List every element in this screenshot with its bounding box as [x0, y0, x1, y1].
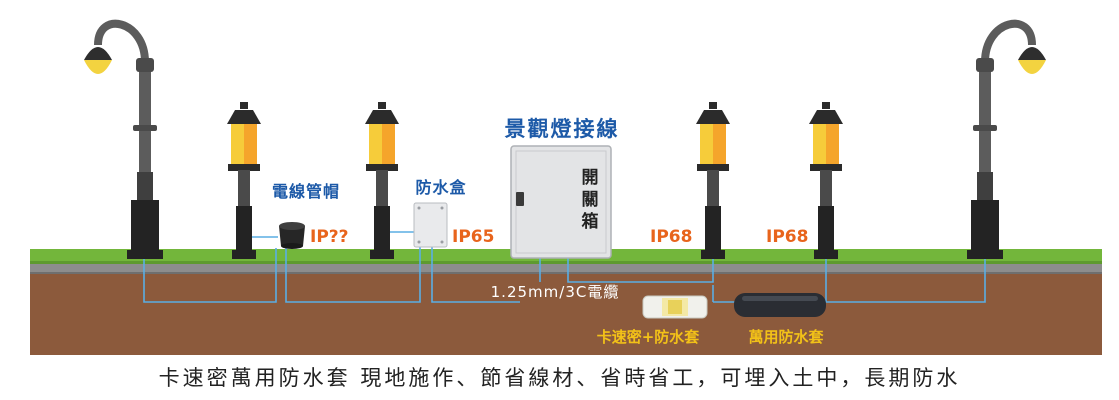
- garden-lamp-icon: [365, 102, 399, 259]
- rating-wire-cap: IP??: [310, 227, 349, 247]
- garden-lamp-icon: [227, 102, 261, 259]
- label-wire-cap: 電線管帽: [272, 182, 340, 201]
- road-edge: [30, 272, 1102, 274]
- switch-box-icon: [510, 145, 612, 259]
- road-layer: [30, 263, 1102, 274]
- rating-waterproof-box: IP65: [452, 227, 494, 247]
- soil-layer: [30, 273, 1102, 355]
- waterproof-box-icon: [413, 202, 448, 248]
- connector-icon: [642, 295, 708, 319]
- waterproof-sleeve-icon: [734, 293, 826, 317]
- rating-connector: IP68: [650, 227, 692, 247]
- rating-sleeve: IP68: [766, 227, 808, 247]
- caption-text: 卡速密萬用防水套 現地施作、節省線材、省時省工，可埋入土中，長期防水: [158, 366, 961, 390]
- switch-box-char-2: 關: [582, 190, 599, 210]
- switch-box-char-1: 開: [582, 168, 599, 188]
- title-landscape-wiring: 景觀燈接線: [505, 117, 620, 141]
- label-waterproof-box: 防水盒: [415, 178, 466, 197]
- grass-edge: [30, 261, 1102, 264]
- street-lamp-icon: [84, 19, 163, 259]
- garden-lamp-icon: [809, 102, 843, 259]
- wire-cap-icon: [279, 222, 305, 249]
- label-kasumi-sleeve: 卡速密+防水套: [597, 328, 701, 346]
- street-lamp-icon: [967, 19, 1046, 259]
- label-cable-spec: 1.25mm/3C電纜: [491, 283, 620, 301]
- label-universal-sleeve: 萬用防水套: [748, 328, 824, 346]
- switch-box-char-3: 箱: [582, 211, 599, 232]
- garden-lamp-icon: [696, 102, 730, 259]
